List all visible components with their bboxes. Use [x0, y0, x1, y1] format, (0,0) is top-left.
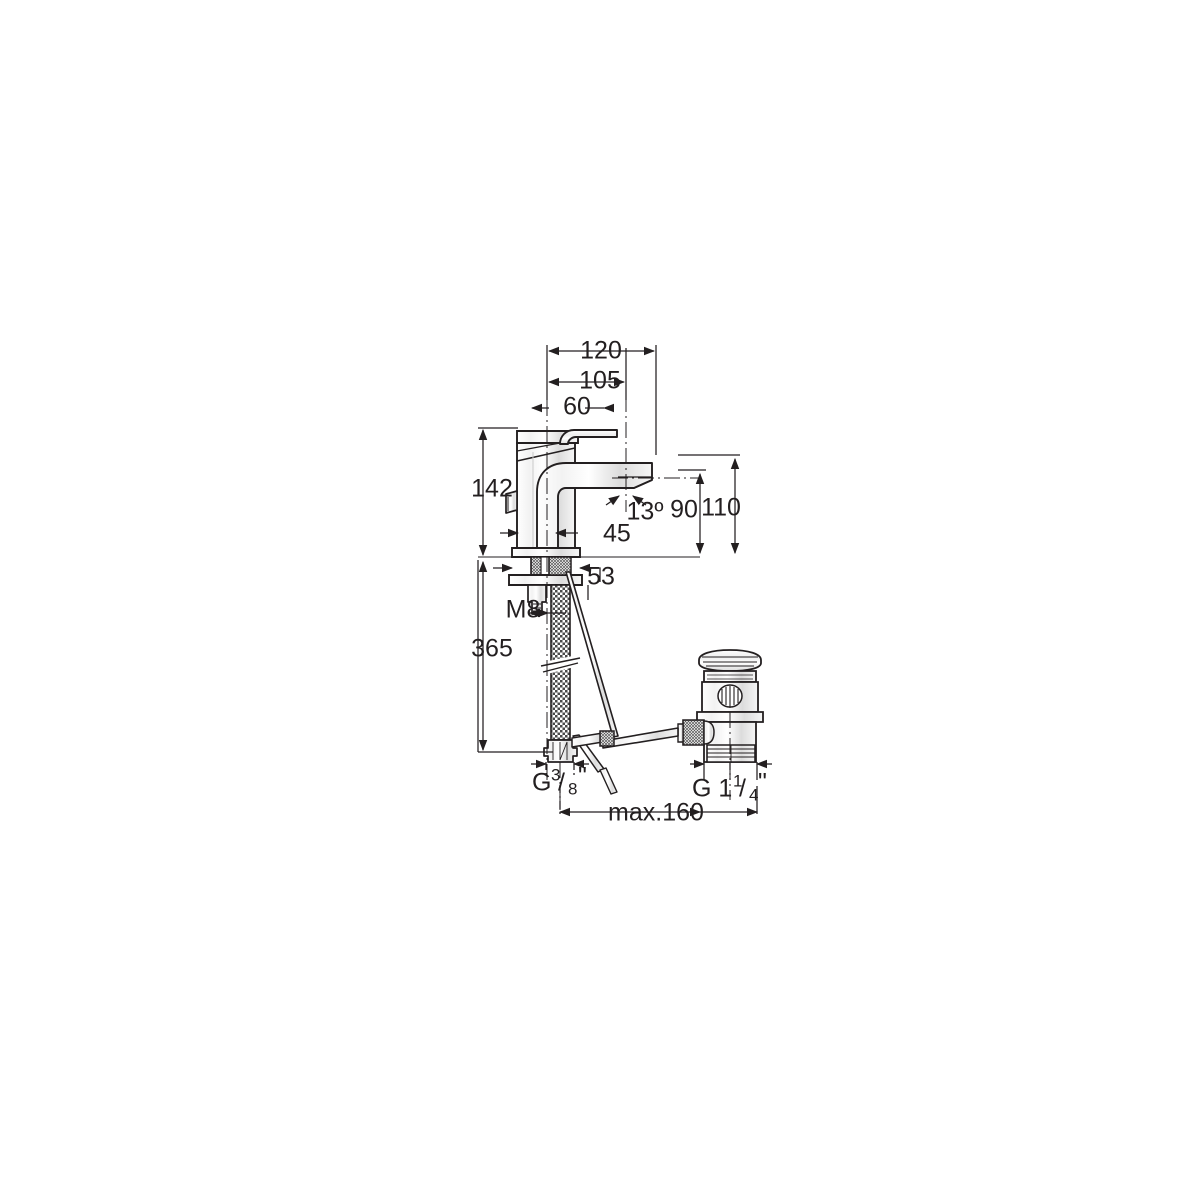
label-365: 365	[471, 635, 513, 663]
label-120: 120	[580, 337, 622, 365]
label-g38-denominator: 8	[568, 779, 577, 798]
waste-tailpiece-thread	[706, 744, 756, 763]
label-g114-numerator: 1	[733, 771, 742, 790]
lever-handle	[559, 429, 618, 445]
base-flange	[511, 547, 581, 558]
label-142: 142	[471, 475, 513, 503]
dim-13deg	[605, 495, 647, 506]
side-lever-tab	[505, 490, 518, 514]
label-105: 105	[579, 367, 621, 395]
label-g38-prefix: G	[532, 769, 551, 797]
spout	[536, 462, 653, 549]
dim-53	[493, 563, 601, 582]
label-g114-unit: "	[758, 769, 767, 797]
label-g38-unit: "	[578, 763, 587, 791]
dimension-lines	[477, 345, 772, 817]
dim-g114	[690, 759, 772, 780]
label-g114-denominator: 4	[749, 785, 758, 804]
popup-waste-assembly	[677, 649, 764, 763]
label-max160: max.160	[608, 799, 704, 827]
clevis-knob	[599, 730, 615, 747]
waste-plug-cap	[698, 649, 762, 672]
waste-pivot-gland	[677, 719, 715, 746]
label-53: 53	[587, 563, 615, 591]
label-g114-prefix: G 1	[692, 775, 732, 803]
flexible-supply-hose	[540, 556, 581, 763]
label-13deg: 13º	[627, 498, 664, 526]
label-g38-group: G 3 / 8 "	[532, 763, 587, 799]
label-g38-numerator: 3	[551, 765, 560, 784]
dim-max160	[558, 785, 759, 817]
waste-collar	[703, 670, 757, 683]
dimension-labels: 120 105 60 142 365 45 53 M8 13º 90 110 G…	[471, 337, 767, 827]
label-90: 90	[670, 496, 698, 524]
label-g38-slash: /	[558, 769, 565, 797]
label-g114-group: G 1 1 / 4 "	[692, 769, 767, 805]
dim-g38	[531, 759, 589, 778]
label-110: 110	[701, 494, 741, 522]
label-m8: M8	[506, 596, 541, 624]
label-60: 60	[563, 393, 591, 421]
label-g114-slash: /	[739, 775, 746, 803]
label-45: 45	[603, 520, 631, 548]
popup-lift-linkage	[565, 571, 679, 795]
